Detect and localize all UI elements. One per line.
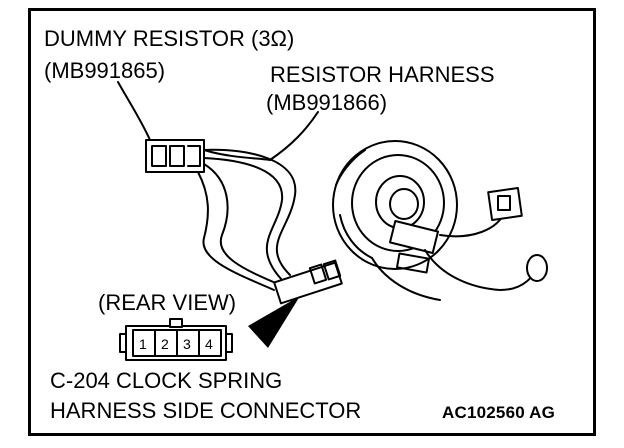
label-dummy-resistor: DUMMY RESISTOR (3Ω) [44, 26, 295, 51]
leader-dummy-resistor [117, 81, 151, 141]
rear-view-connector [119, 318, 233, 361]
clock-spring [332, 140, 548, 301]
label-resistor-harness: RESISTOR HARNESS [270, 62, 495, 87]
resistor-harness-wires [197, 148, 297, 291]
pin-2: 2 [161, 336, 169, 352]
label-resistor-harness-part: (MB991866) [266, 90, 388, 115]
harness-end-connector [273, 259, 343, 305]
diagram-frame [28, 8, 596, 436]
view-arrow [248, 296, 300, 348]
label-rear-view: (REAR VIEW) [98, 290, 237, 315]
pin-3: 3 [183, 336, 191, 352]
leader-resistor-harness [269, 111, 319, 161]
label-dummy-resistor-part: (MB991865) [44, 58, 166, 83]
label-figure-code: AC102560 AG [442, 403, 556, 422]
dummy-resistor-connector [145, 139, 205, 173]
label-connector-title-line1: C-204 CLOCK SPRING [50, 368, 283, 393]
label-connector-title-line2: HARNESS SIDE CONNECTOR [50, 398, 362, 423]
pin-4: 4 [205, 336, 213, 352]
pin-1: 1 [139, 336, 147, 352]
